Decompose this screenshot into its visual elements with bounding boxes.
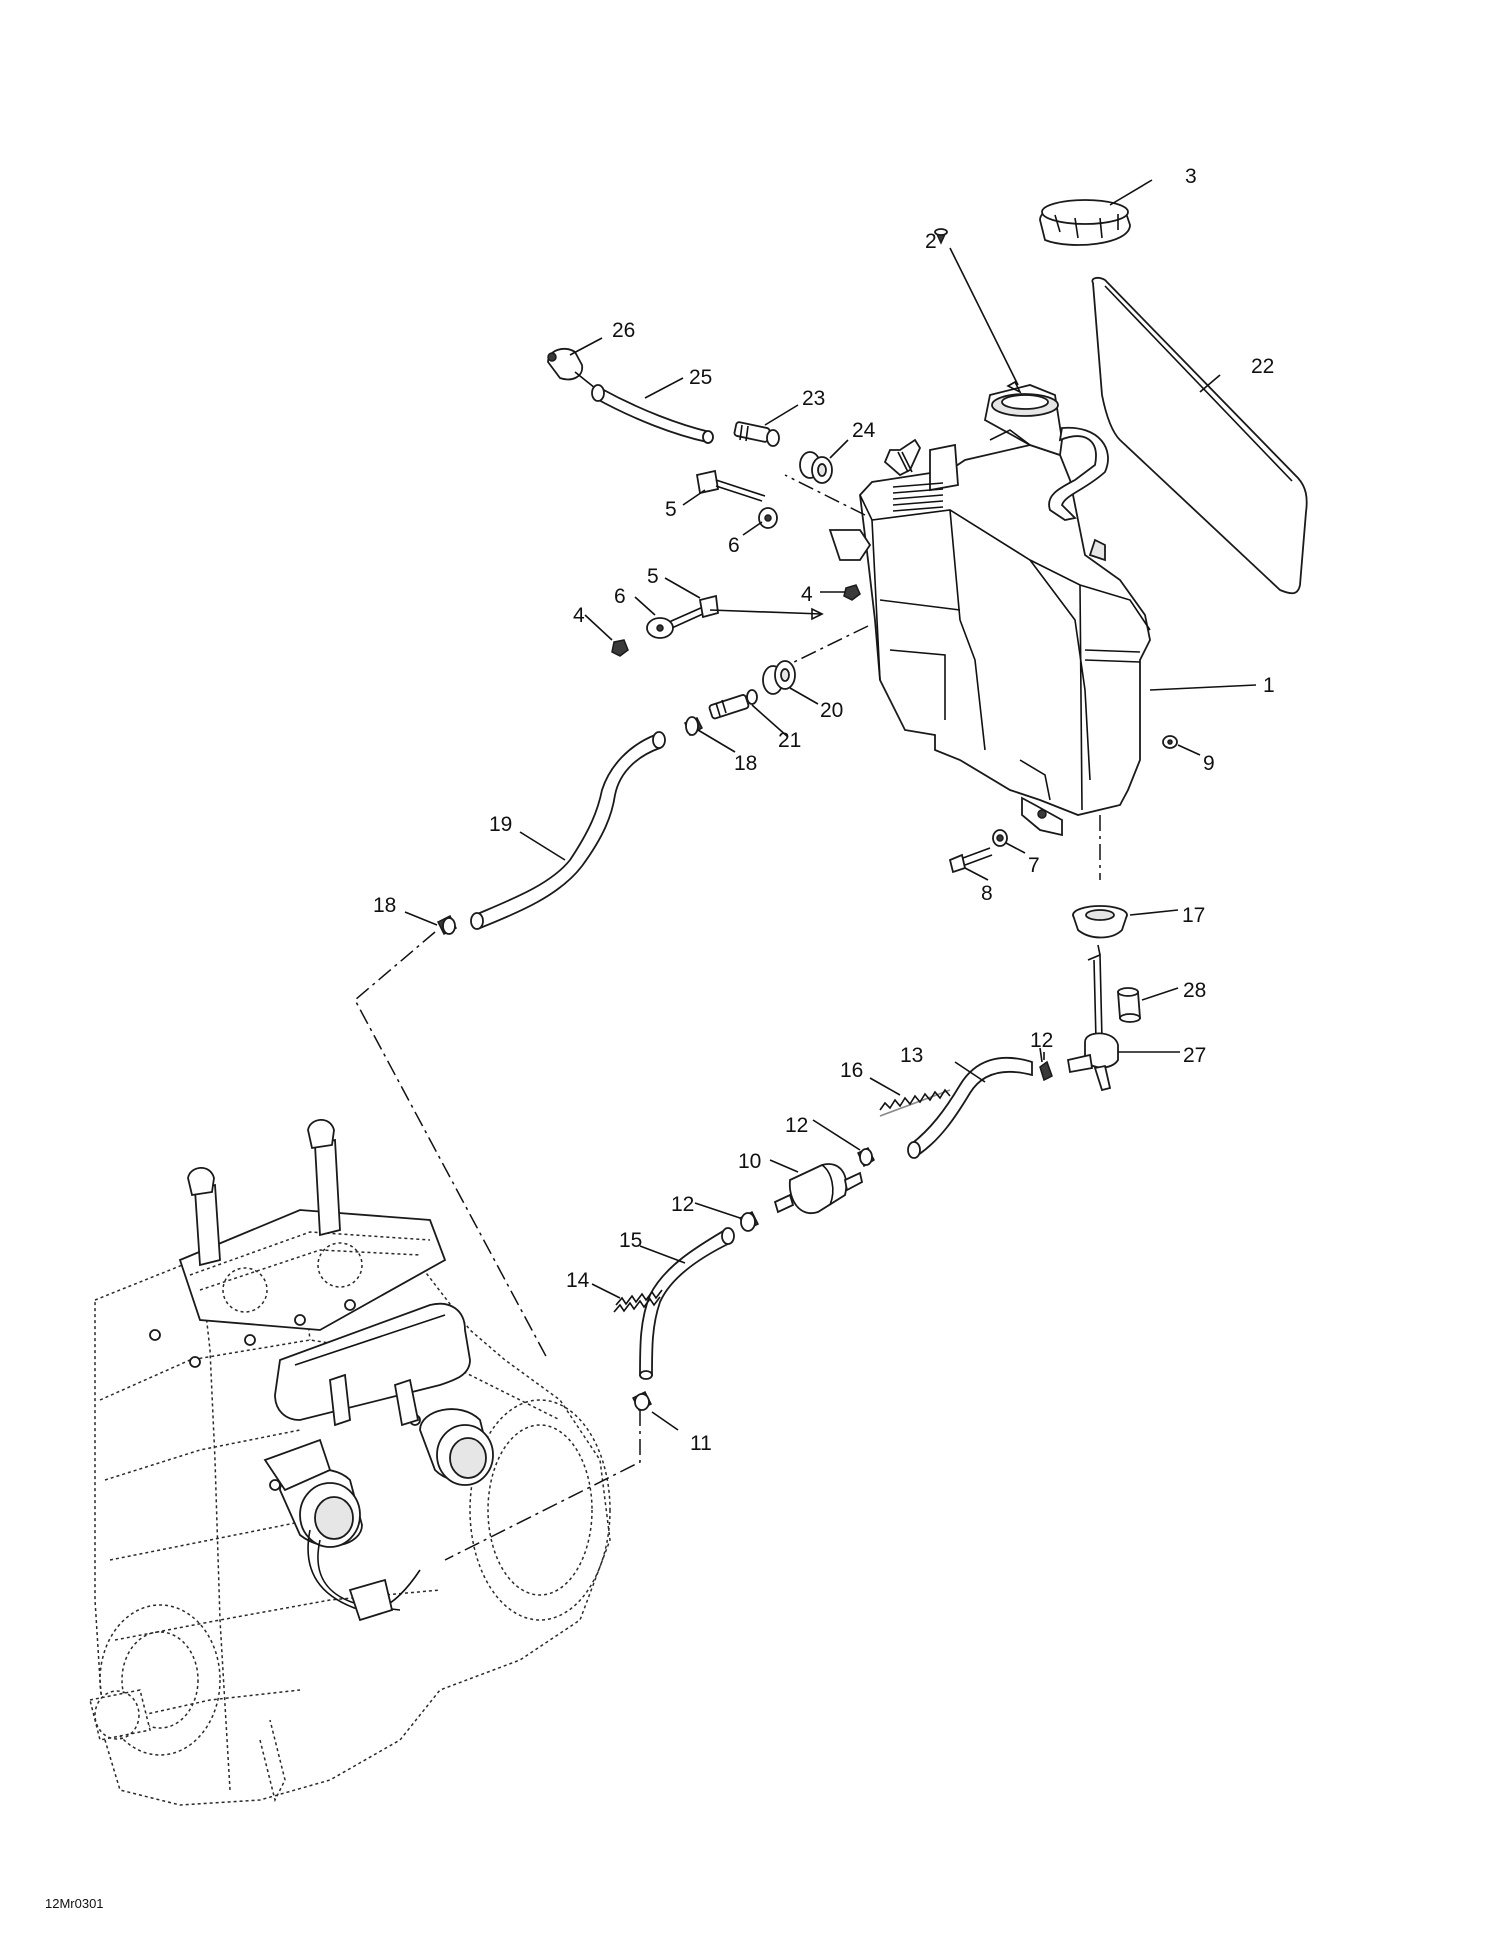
bolt-8 [948,847,993,874]
grommet-20 [762,660,796,695]
callout-22: 22 [1251,355,1274,378]
oil-filter-10 [773,1163,864,1215]
callout-10: 10 [738,1150,761,1173]
clamp-18-lower [436,914,458,936]
vent-hose [591,384,714,444]
clamp-11 [631,1390,653,1412]
grommet-24 [799,451,833,484]
tank-panel [1091,276,1308,595]
oil-hose-15 [639,1227,735,1380]
callout-26: 26 [612,319,635,342]
callout-9: 9 [1203,752,1215,775]
callout-13: 13 [900,1044,923,1067]
washer-7 [992,829,1008,847]
callout-3: 3 [1185,165,1197,188]
callout-18-upper: 18 [734,752,757,775]
clamp-12-right [1039,1052,1053,1082]
callout-25: 25 [689,366,712,389]
callout-12-middle: 12 [785,1114,808,1137]
level-sensor [547,348,596,389]
callout-1: 1 [1263,674,1275,697]
callout-5-lower: 5 [647,565,659,588]
callout-24: 24 [852,419,876,442]
clamp-18-upper [684,716,703,737]
spring-16 [879,1088,951,1117]
filter-sleeve-28 [1117,987,1141,1023]
callout-4-lower: 4 [573,604,585,627]
bolt-5-upper [695,469,766,502]
connector-23 [733,421,780,447]
callout-8: 8 [981,882,993,905]
figure-code: 12Mr0301 [45,1896,104,1911]
callout-7: 7 [1028,854,1040,877]
callout-17: 17 [1182,904,1205,927]
oil-hose-13 [907,1056,1033,1159]
callout-16: 16 [840,1059,863,1082]
callout-15: 15 [619,1229,642,1252]
routing-line-tank-to-vent [784,474,866,516]
routing-line-hose15-to-engine [444,1410,641,1561]
callout-2: 2 [925,230,937,253]
oil-tank [828,384,1151,837]
nut-4-lower [611,639,629,657]
callout-18-lower: 18 [373,894,396,917]
washer-6-lower [646,617,674,639]
clip-9 [1162,735,1178,749]
tank-cap [1039,199,1131,246]
callout-12-lower: 12 [671,1193,694,1216]
leader-lines [404,179,1257,1431]
routing-line-hose19-to-engine [354,931,549,1361]
callout-23: 23 [802,387,825,410]
callout-12-right: 12 [1030,1029,1053,1052]
callout-6-upper: 6 [728,534,740,557]
callout-28: 28 [1183,979,1206,1002]
oil-pickup-27 [1066,953,1119,1092]
engine-block [89,1118,611,1806]
callout-20: 20 [820,699,843,722]
spring-14 [613,1289,663,1313]
callout-5-upper: 5 [665,498,677,521]
callout-6-lower: 6 [614,585,626,608]
washer-6-upper [758,507,778,529]
callout-4-upper: 4 [801,583,813,606]
fitting-21 [708,689,758,720]
callout-14: 14 [566,1269,590,1292]
clamp-12-lower [738,1210,760,1232]
callout-27: 27 [1183,1044,1206,1067]
callout-19: 19 [489,813,512,836]
clamp-12-middle [857,1146,875,1168]
callout-11: 11 [690,1432,712,1455]
nut-4-upper [843,584,861,601]
grommet-17 [1072,905,1128,939]
routing-line-tank-to-oil-hose [789,625,869,665]
oil-hose-19 [470,731,666,930]
fitting-2 [934,228,948,245]
callout-21: 21 [778,729,801,752]
